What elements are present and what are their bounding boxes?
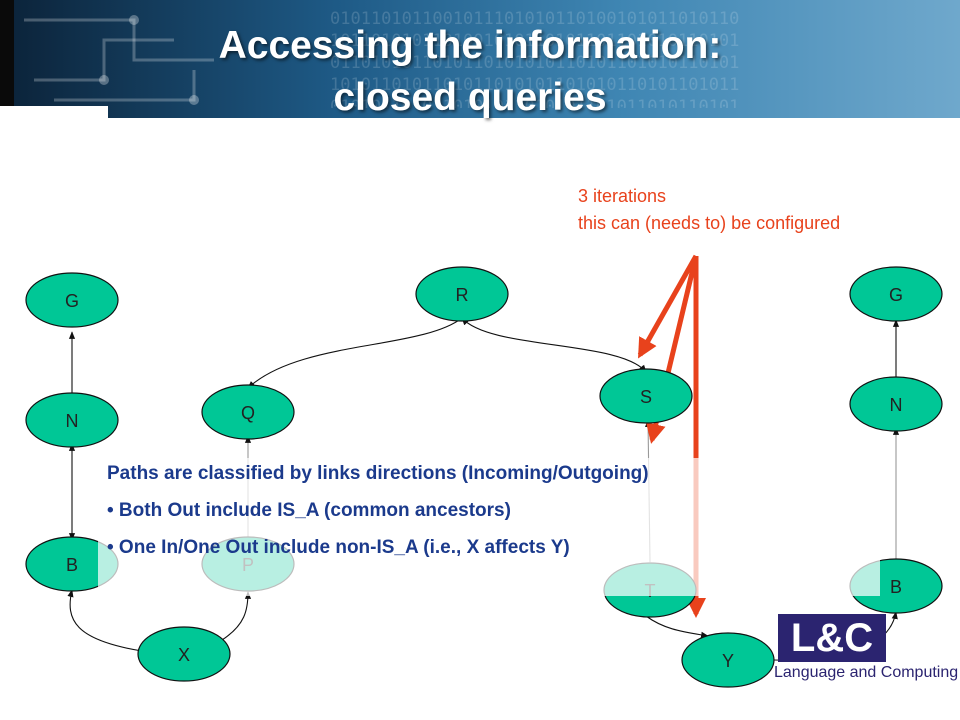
node-r: R bbox=[415, 266, 509, 322]
banner-strip bbox=[0, 0, 14, 106]
text-panel bbox=[98, 458, 880, 596]
explanation-text: Paths are classified by links directions… bbox=[107, 460, 877, 571]
node-label-b2: B bbox=[890, 577, 902, 597]
note-line-1: 3 iterations bbox=[578, 186, 667, 206]
node-label-b: B bbox=[66, 555, 78, 575]
node-q: Q bbox=[201, 384, 295, 440]
edge-t-y bbox=[645, 615, 709, 638]
node-label-r: R bbox=[456, 285, 469, 305]
node-x: X bbox=[137, 626, 231, 682]
node-label-g2: G bbox=[889, 285, 903, 305]
node-g2: G bbox=[849, 266, 943, 322]
edge-x-b bbox=[67, 589, 143, 652]
node-y: Y bbox=[681, 632, 775, 688]
node-label-s: S bbox=[640, 387, 652, 407]
node-g: G bbox=[25, 272, 119, 328]
logo-mark: L&C bbox=[778, 614, 886, 662]
edge-x-p bbox=[221, 591, 252, 641]
node-label-g: G bbox=[65, 291, 79, 311]
node-s: S bbox=[599, 368, 693, 424]
iteration-arrow-1 bbox=[637, 254, 699, 359]
title-line-2: closed queries bbox=[333, 76, 607, 119]
node-label-n: N bbox=[66, 411, 79, 431]
node-b: B bbox=[25, 536, 119, 592]
note-line-2: this can (needs to) be configured bbox=[578, 213, 841, 233]
node-n2: N bbox=[849, 376, 943, 432]
circuit-decoration bbox=[24, 15, 214, 105]
logo-text: Language and Computing bbox=[774, 664, 959, 681]
iterations-note: 3 iterations this can (needs to) be conf… bbox=[578, 183, 840, 237]
slide-title: Accessing the information: closed querie… bbox=[60, 20, 880, 124]
explanation-bullet-2: • One In/One Out include non-IS_A (i.e.,… bbox=[107, 537, 570, 558]
title-line-1: Accessing the information: bbox=[218, 24, 722, 67]
node-label-n2: N bbox=[890, 395, 903, 415]
node-label-x: X bbox=[178, 645, 190, 665]
explanation-heading: Paths are classified by links directions… bbox=[107, 463, 649, 484]
node-label-q: Q bbox=[241, 403, 255, 423]
node-n: N bbox=[25, 392, 119, 448]
edge-r-q bbox=[247, 317, 463, 389]
title-banner: 0101101011001011101010110100101011010110… bbox=[0, 0, 960, 118]
explanation-bullet-1: • Both Out include IS_A (common ancestor… bbox=[107, 500, 511, 521]
binary-pattern: 0101101011001011101010110100101011010110… bbox=[330, 9, 740, 108]
company-logo: L&C Language and Computing bbox=[774, 606, 959, 692]
node-label-y: Y bbox=[722, 651, 734, 671]
banner-cutout bbox=[0, 106, 108, 118]
edge-r-s bbox=[461, 317, 647, 373]
